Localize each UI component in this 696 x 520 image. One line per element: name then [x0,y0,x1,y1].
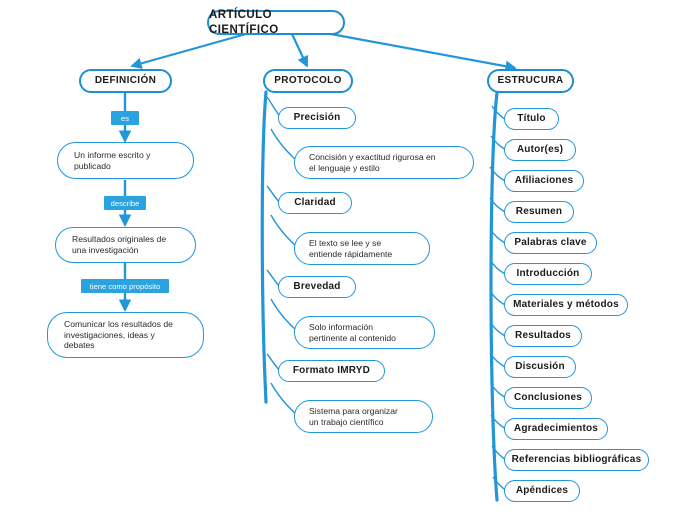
estrucura-item-2[interactable]: Autor(es) [504,139,576,161]
protocolo-item-desc-1-label: Concisión y exactitud rigurosa en el len… [309,151,436,173]
root-branch-connectors [130,30,517,72]
branch-node-definicion[interactable]: DEFINICIÓN [79,69,172,93]
protocolo-item-title-2-label: Claridad [294,196,336,208]
connector-badge-describe: describe [104,196,146,210]
protocolo-item-title-1-label: Precisión [293,111,341,123]
estrucura-item-5-label: Palabras clave [514,236,587,248]
estrucura-item-5[interactable]: Palabras clave [504,232,597,254]
definicion-step-3[interactable]: Comunicar los resultados de investigacio… [47,312,204,358]
connector-protocolo-hook-4b [270,382,297,415]
estrucura-item-8-label: Resultados [515,329,571,341]
connector-estrucura-trunk [489,91,499,502]
protocolo-item-desc-2-label: El texto se lee y se entiende rápidament… [309,237,393,259]
connector-badge-proposito-label: tiene como propósito [89,281,161,291]
estrucura-item-8[interactable]: Resultados [504,325,582,347]
protocolo-item-desc-3[interactable]: Solo información pertinente al contenido [294,316,435,349]
estrucura-item-13[interactable]: Apéndices [504,480,580,502]
connector-badge-es-label: es [120,113,130,123]
connector-root-protocolo [291,33,309,68]
definicion-step-2-label: Resultados originales de una investigaci… [72,234,167,255]
estrucura-item-4[interactable]: Resumen [504,201,574,223]
definicion-step-3-label: Comunicar los resultados de investigacio… [64,318,173,351]
estrucura-item-7-label: Materiales y métodos [513,298,619,310]
estrucura-item-3-label: Afiliaciones [514,174,574,186]
branch-node-protocolo[interactable]: PROTOCOLO [263,69,353,93]
branch-label-estrucura: ESTRUCURA [497,74,564,86]
estrucura-item-12-label: Referencias bibliográficas [511,453,642,465]
estrucura-item-11-label: Agradecimientos [513,422,599,434]
estrucura-item-2-label: Autor(es) [516,143,564,155]
estrucura-item-9-label: Discusión [515,360,565,372]
estrucura-item-4-label: Resumen [515,205,563,217]
branch-node-estrucura[interactable]: ESTRUCURA [487,69,574,93]
estrucura-item-11[interactable]: Agradecimientos [504,418,608,440]
estrucura-item-3[interactable]: Afiliaciones [504,170,584,192]
connector-protocolo-hook-1b [270,128,297,161]
estrucura-item-13-label: Apéndices [515,484,569,496]
protocolo-item-title-1[interactable]: Precisión [278,107,356,129]
connector-protocolo-trunk [260,90,268,404]
estrucura-item-10[interactable]: Conclusiones [504,387,592,409]
estrucura-item-6-label: Introducción [516,267,580,279]
protocolo-item-desc-2[interactable]: El texto se lee y se entiende rápidament… [294,232,430,265]
branch-label-definicion: DEFINICIÓN [94,74,157,86]
root-node[interactable]: ARTÍCULO CIENTÍFICO [207,9,345,36]
protocolo-item-title-2[interactable]: Claridad [278,192,352,214]
estrucura-item-6[interactable]: Introducción [504,263,592,285]
connector-root-estrucura [319,30,517,72]
definicion-step-2[interactable]: Resultados originales de una investigaci… [55,227,196,263]
connector-protocolo-hook-3b [270,298,297,331]
protocolo-item-title-3-label: Brevedad [293,280,341,292]
estrucura-item-12[interactable]: Referencias bibliográficas [504,449,649,471]
protocolo-item-desc-1[interactable]: Concisión y exactitud rigurosa en el len… [294,146,474,179]
definicion-step-1[interactable]: Un informe escrito y publicado [57,142,194,179]
protocolo-item-title-4[interactable]: Formato IMRYD [278,360,385,382]
estrucura-item-1[interactable]: Título [504,108,559,130]
estrucura-item-7[interactable]: Materiales y métodos [504,294,628,316]
connector-root-definicion [130,32,247,69]
protocolo-item-desc-4-label: Sistema para organizar un trabajo cientí… [309,405,398,427]
connector-badge-es: es [111,111,139,125]
protocolo-item-desc-3-label: Solo información pertinente al contenido [309,321,396,343]
connector-protocolo-hook-2b [270,214,297,247]
protocolo-item-title-4-label: Formato IMRYD [292,364,371,376]
branch-label-protocolo: PROTOCOLO [274,74,342,86]
protocolo-item-desc-4[interactable]: Sistema para organizar un trabajo cientí… [294,400,433,433]
definicion-step-1-label: Un informe escrito y publicado [74,149,151,171]
connector-badge-proposito: tiene como propósito [81,279,169,293]
root-node-label: ARTÍCULO CIENTÍFICO [209,9,279,36]
estrucura-item-1-label: Título [517,112,546,124]
estrucura-item-10-label: Conclusiones [514,391,582,403]
protocolo-item-title-3[interactable]: Brevedad [278,276,356,298]
connector-badge-describe-label: describe [110,198,140,208]
estrucura-item-9[interactable]: Discusión [504,356,576,378]
